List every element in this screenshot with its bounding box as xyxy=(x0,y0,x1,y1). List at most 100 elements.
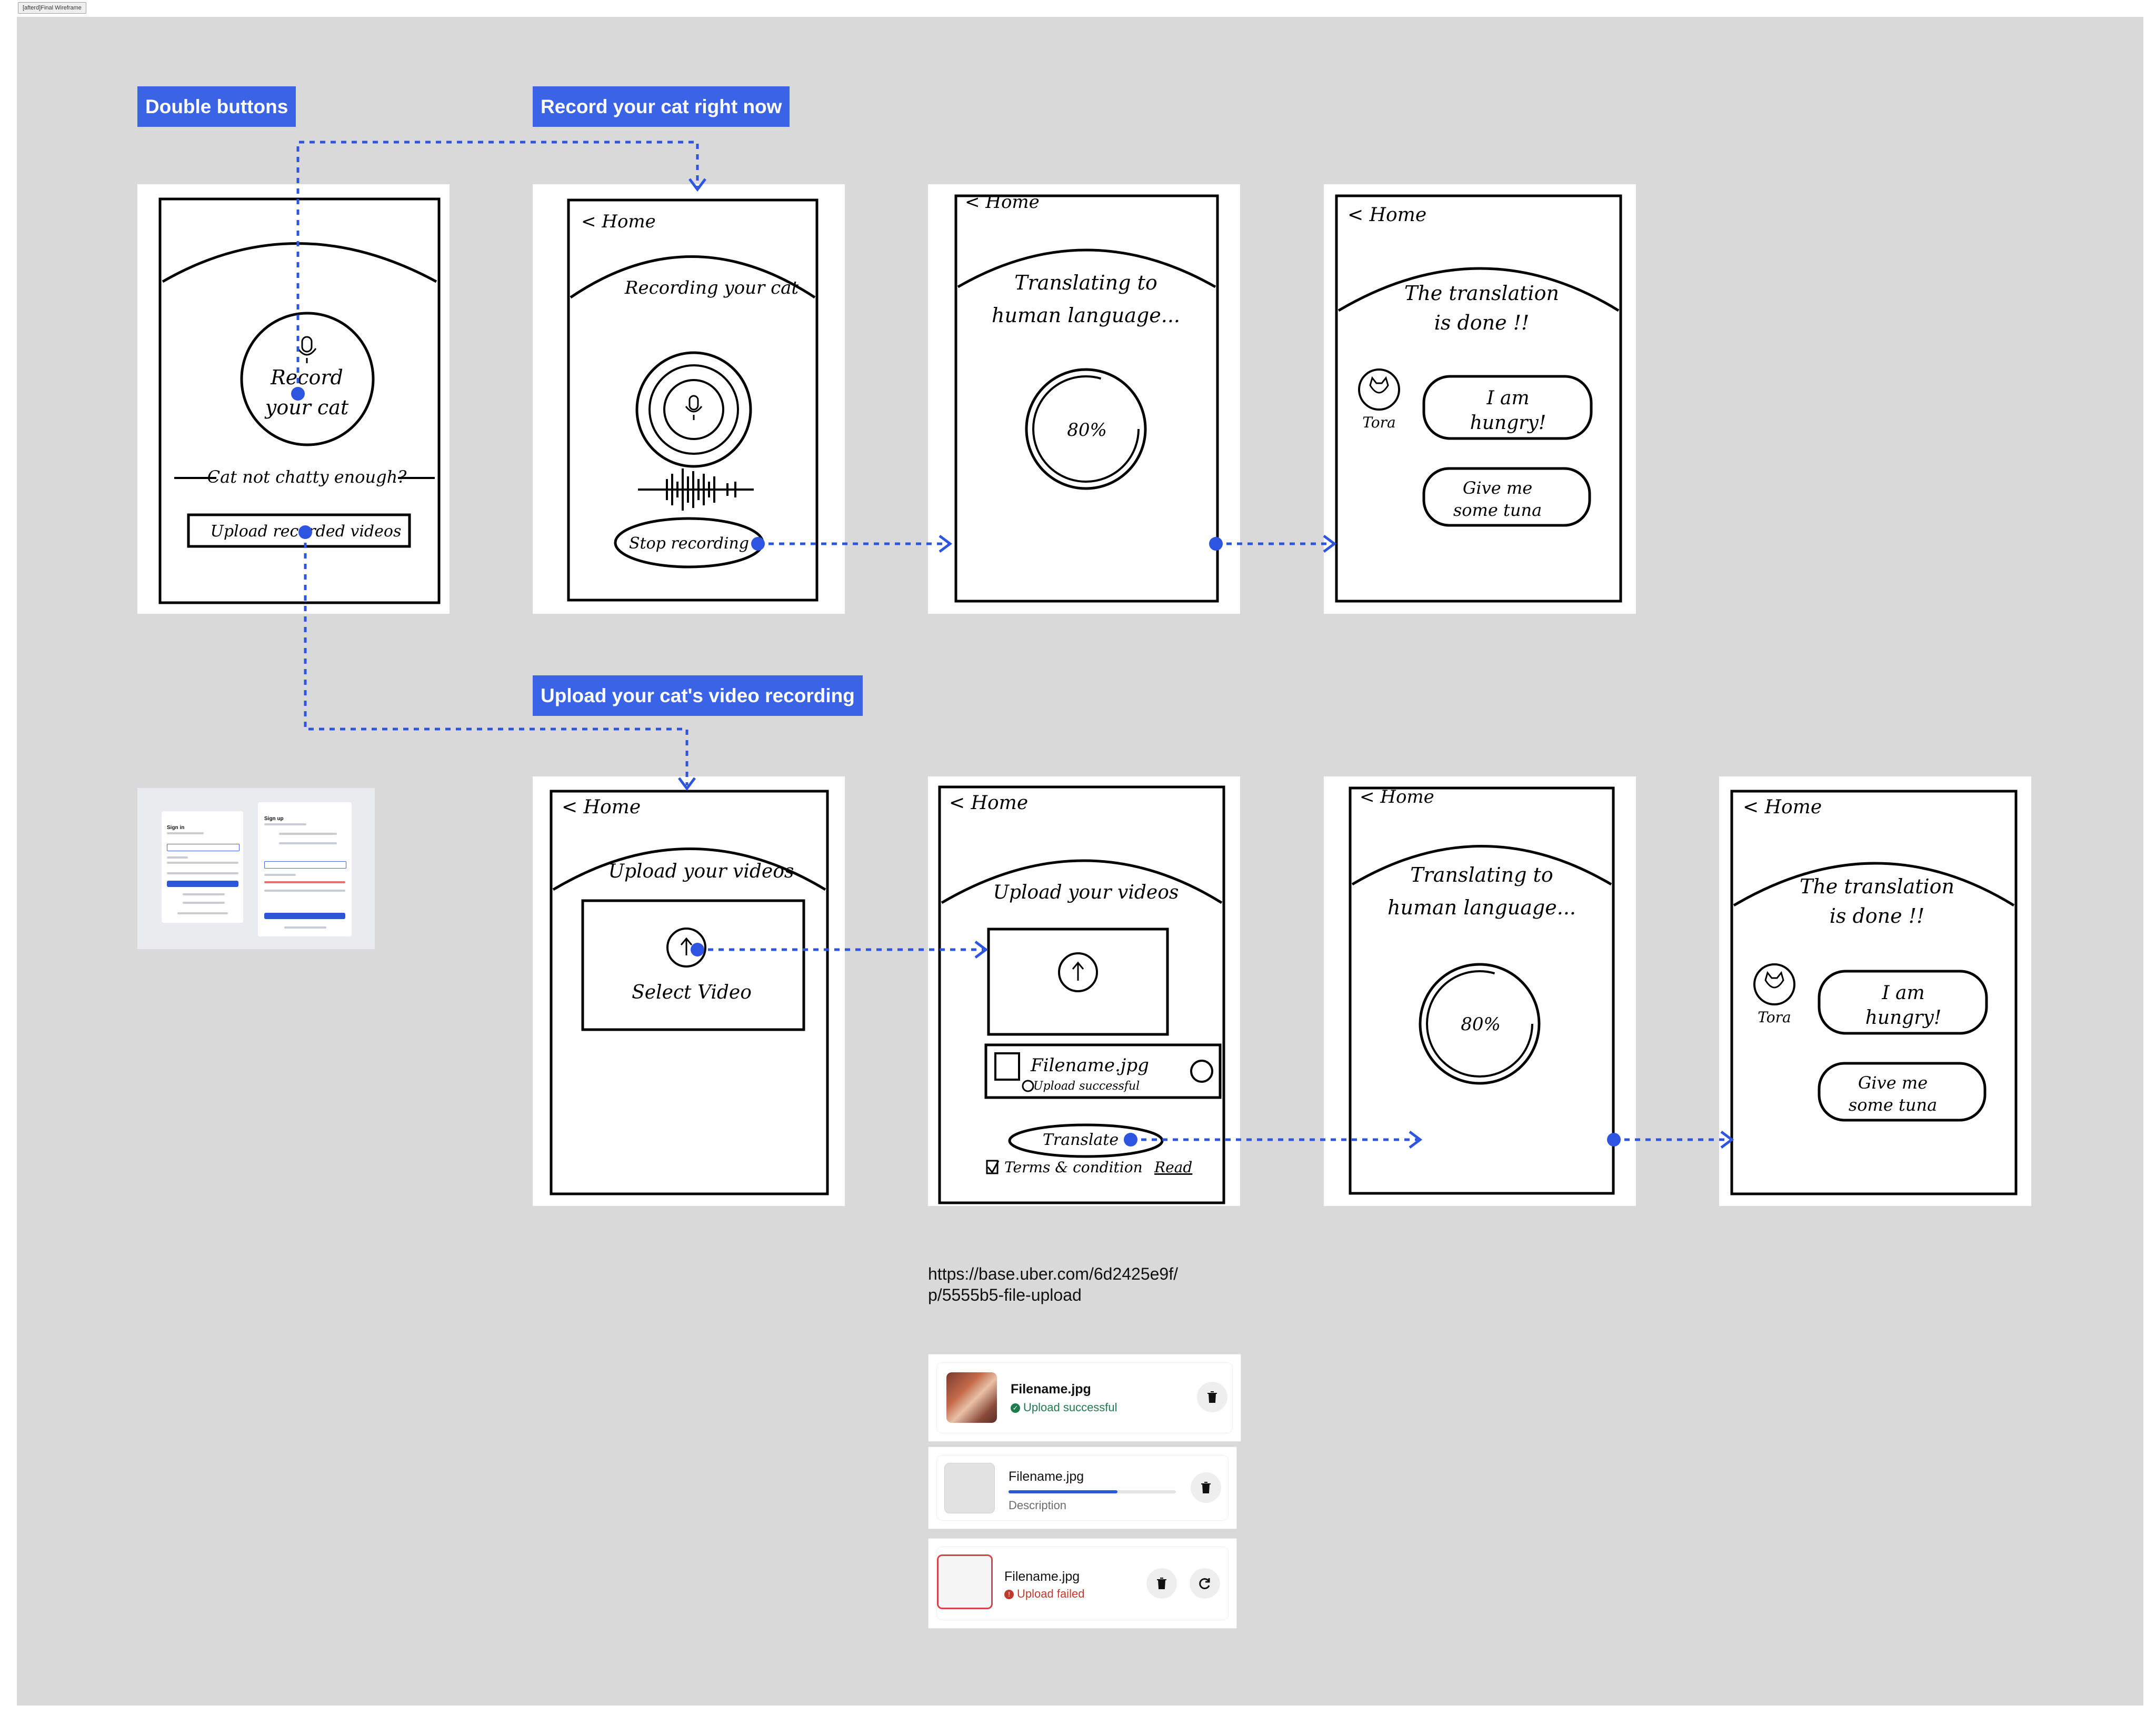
frame-upload-done[interactable]: < Home Upload your videos Filename.jpg U… xyxy=(928,776,1240,1206)
translating-sketch: < Home Translating to human language... … xyxy=(954,192,1219,603)
done-line2: is done !! xyxy=(1434,311,1530,334)
signin-title: Sign in xyxy=(167,825,185,831)
done-2-back-link[interactable]: < Home xyxy=(1743,796,1822,818)
terms-text: Terms & condition xyxy=(1004,1159,1143,1176)
signup-title: Sign up xyxy=(264,816,284,822)
bubble1-2-line1: I am xyxy=(1881,982,1924,1004)
reference-url-line1: https://base.uber.com/6d2425e9f/ xyxy=(928,1264,1178,1283)
done-2-line1: The translation xyxy=(1800,875,1954,898)
waveform-icon xyxy=(638,468,754,511)
delete-button[interactable] xyxy=(1191,1472,1221,1503)
signup-card: Sign up xyxy=(258,802,352,936)
label-double-buttons: Double buttons xyxy=(137,86,296,127)
upload-back-link[interactable]: < Home xyxy=(562,796,641,818)
cat-avatar-icon xyxy=(1753,963,1795,1005)
done-sketch: < Home The translation is done !! Tora I… xyxy=(1335,194,1622,603)
upload-icon xyxy=(1072,961,1084,981)
file-placeholder-thumbnail xyxy=(944,1463,995,1513)
frame-done[interactable]: < Home The translation is done !! Tora I… xyxy=(1324,184,1636,614)
frame-done-2[interactable]: < Home The translation is done !! Tora I… xyxy=(1719,776,2031,1206)
file-name: Filename.jpg xyxy=(1004,1569,1080,1584)
reference-url-line2: p/5555b5-file-upload xyxy=(928,1285,1082,1304)
label-upload-recording: Upload your cat's video recording xyxy=(533,675,863,716)
file-description: Description xyxy=(1009,1499,1067,1512)
bubble2-2-line1: Give me xyxy=(1858,1073,1928,1093)
home-upload-text: Upload recorded videos xyxy=(211,522,402,541)
translating-2-line2: human language... xyxy=(1388,896,1576,919)
home-sketch: Record your cat Cat not chatty enough? U… xyxy=(158,197,441,604)
cat-name-2: Tora xyxy=(1758,1009,1791,1026)
select-video-area[interactable] xyxy=(581,899,805,1031)
translating-2-line1: Translating to xyxy=(1410,863,1553,886)
recording-back-link[interactable]: < Home xyxy=(581,211,656,232)
refresh-icon xyxy=(1199,1578,1210,1589)
translating-line1: Translating to xyxy=(1014,271,1157,294)
cat-avatar-icon xyxy=(1358,368,1400,411)
frame-home[interactable]: Record your cat Cat not chatty enough? U… xyxy=(137,184,450,614)
upload-sketch: < Home Upload your videos Select Video xyxy=(550,790,829,1195)
file-thumbnail xyxy=(994,1052,1020,1081)
cat-name: Tora xyxy=(1362,414,1395,431)
upload-filename: Filename.jpg xyxy=(1030,1055,1149,1076)
file-card-uploading: Filename.jpg Description xyxy=(928,1447,1237,1529)
home-chatty-text: Cat not chatty enough? xyxy=(207,467,407,487)
delete-button[interactable] xyxy=(1197,1382,1227,1412)
file-card-failed: Filename.jpg !Upload failed xyxy=(928,1538,1237,1629)
file-status: !Upload failed xyxy=(1004,1587,1084,1601)
trash-icon xyxy=(1201,1482,1211,1493)
check-circle-icon: ✓ xyxy=(1011,1403,1020,1413)
file-name: Filename.jpg xyxy=(1011,1382,1091,1397)
file-status: ✓Upload successful xyxy=(1011,1401,1117,1414)
file-status-text: Upload failed xyxy=(1017,1587,1085,1600)
upload-done-title: Upload your videos xyxy=(993,882,1179,903)
bubble1-line1: I am xyxy=(1486,387,1529,409)
stop-recording-text: Stop recording xyxy=(629,534,749,553)
file-status-text: Upload successful xyxy=(1023,1401,1117,1414)
select-video-text: Select Video xyxy=(632,982,752,1003)
terms-read-link[interactable]: Read xyxy=(1154,1159,1192,1176)
microphone-icon xyxy=(685,395,703,420)
file-tag: [afterd]Final Wireframe xyxy=(18,2,86,14)
translate-text: Translate xyxy=(1043,1131,1119,1149)
file-photo-thumbnail xyxy=(946,1372,997,1423)
frame-upload[interactable]: < Home Upload your videos Select Video xyxy=(533,776,845,1206)
check-icon xyxy=(1022,1080,1034,1092)
trash-icon xyxy=(1157,1578,1166,1589)
done-back-link[interactable]: < Home xyxy=(1348,204,1426,226)
translating-line2: human language... xyxy=(992,304,1180,327)
home-record-text: Record xyxy=(270,366,343,389)
bubble1-2-line2: hungry! xyxy=(1865,1007,1942,1029)
frame-recording[interactable]: < Home Recording your cat Stop recording xyxy=(533,184,845,614)
upload-done-back-link[interactable]: < Home xyxy=(949,792,1028,814)
bubble1-line2: hungry! xyxy=(1470,412,1546,434)
reference-url[interactable]: https://base.uber.com/6d2425e9f/ p/5555b… xyxy=(928,1263,1178,1305)
home-upload-button[interactable] xyxy=(187,513,411,548)
frame-translating-2[interactable]: < Home Translating to human language... … xyxy=(1324,776,1636,1206)
signin-card: Sign in xyxy=(162,811,243,923)
upload-icon xyxy=(680,937,693,955)
delete-button[interactable] xyxy=(1146,1568,1177,1599)
recording-title: Recording your cat xyxy=(624,277,799,298)
upload-status: Upload successful xyxy=(1033,1080,1140,1093)
done-2-line2: is done !! xyxy=(1830,904,1925,928)
alert-circle-icon: ! xyxy=(1004,1590,1014,1600)
file-error-thumbnail xyxy=(937,1554,993,1609)
home-your-cat-text: your cat xyxy=(264,396,349,419)
recording-sketch: < Home Recording your cat Stop recording xyxy=(567,198,819,602)
done-line1: The translation xyxy=(1404,282,1559,305)
upload-done-sketch: < Home Upload your videos Filename.jpg U… xyxy=(938,785,1225,1204)
done-2-sketch: < Home The translation is done !! Tora I… xyxy=(1730,790,2018,1195)
translating-2-progress: 80% xyxy=(1461,1014,1501,1035)
retry-button[interactable] xyxy=(1190,1568,1220,1599)
frame-translating[interactable]: < Home Translating to human language... … xyxy=(928,184,1240,614)
bubble2-line1: Give me xyxy=(1463,478,1532,498)
upload-progress-fill xyxy=(1009,1490,1117,1493)
microphone-icon xyxy=(297,336,317,363)
upload-title: Upload your videos xyxy=(608,861,794,882)
file-name: Filename.jpg xyxy=(1009,1469,1084,1484)
translating-back-link[interactable]: < Home xyxy=(965,192,1040,213)
trash-icon[interactable] xyxy=(1190,1060,1213,1083)
translating-2-back-link[interactable]: < Home xyxy=(1360,786,1434,807)
label-record-now: Record your cat right now xyxy=(533,86,790,127)
file-card-success: Filename.jpg ✓Upload successful xyxy=(928,1354,1241,1442)
